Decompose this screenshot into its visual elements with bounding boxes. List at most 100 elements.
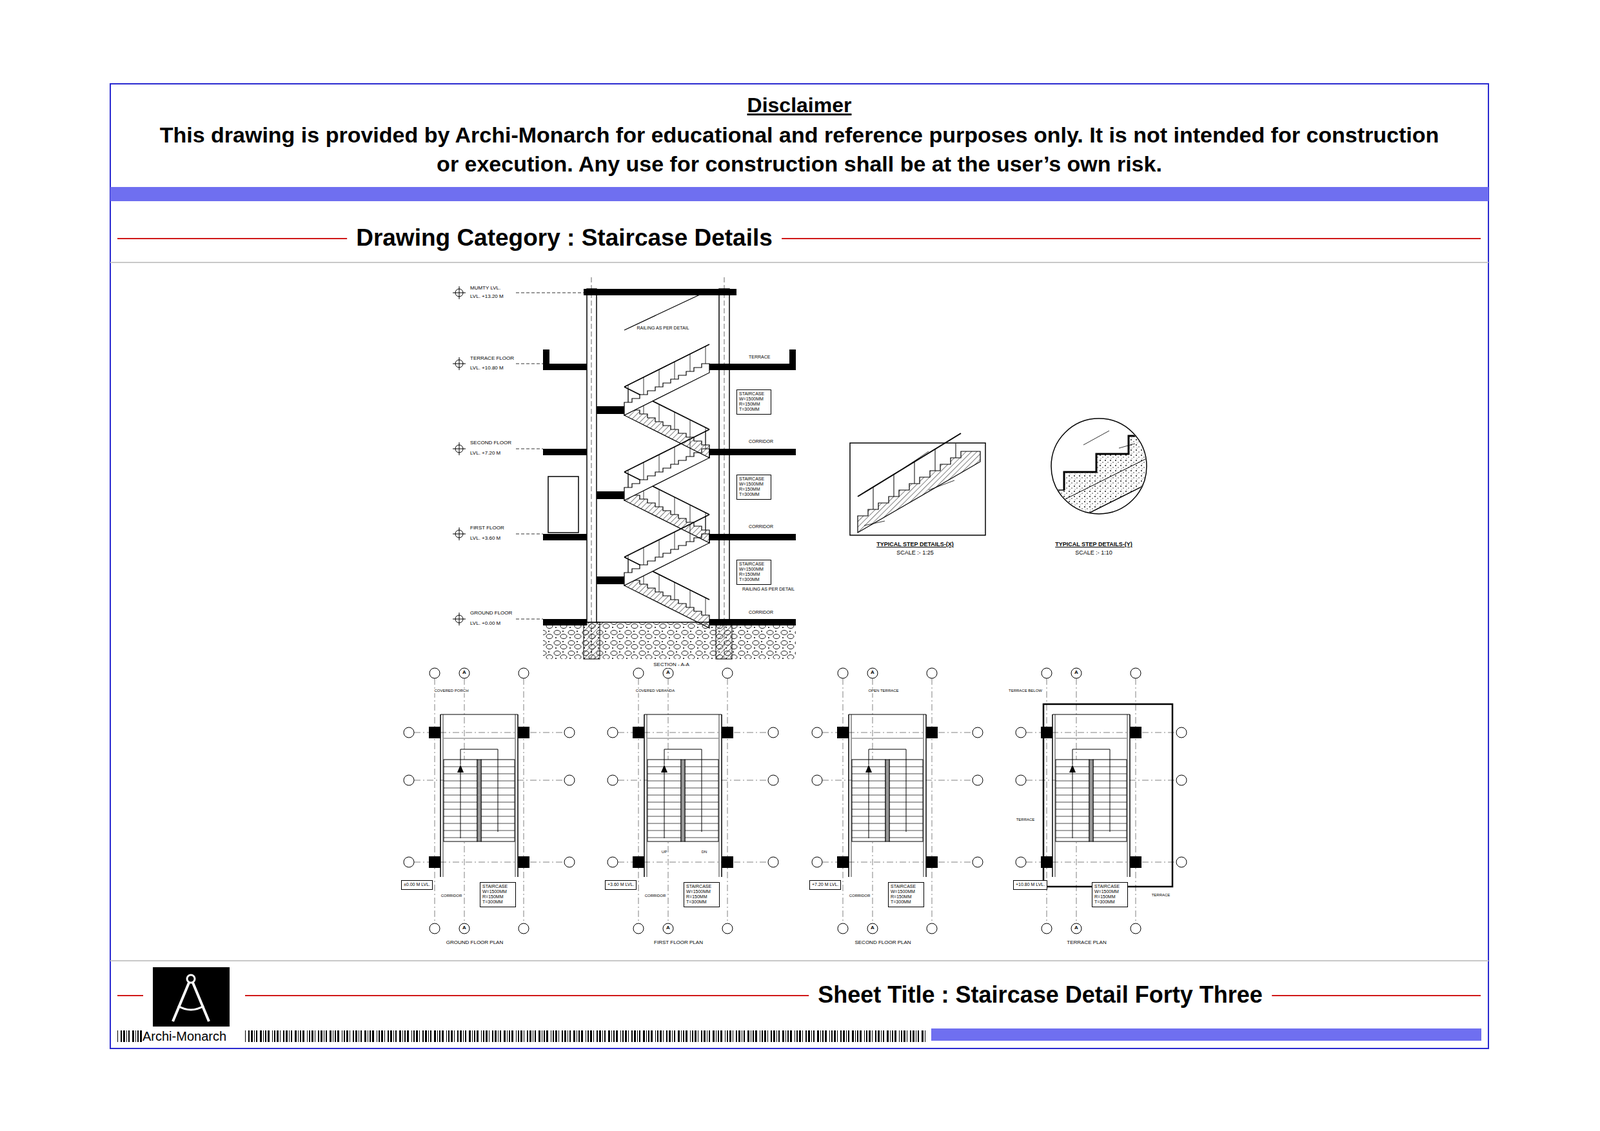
barcode-bar — [526, 1030, 529, 1043]
landing-slab — [596, 406, 625, 415]
barcode-bar — [829, 1030, 830, 1043]
baluster — [674, 361, 676, 380]
barcode-bar — [833, 1030, 836, 1043]
barcode-bar — [481, 1030, 482, 1043]
barcode-bar — [735, 1030, 738, 1043]
baluster — [628, 385, 629, 403]
barcode-bar — [567, 1030, 569, 1043]
barcode-bar — [422, 1030, 424, 1043]
barcode-bar — [741, 1030, 743, 1043]
floor-slab — [709, 619, 796, 626]
barcode-bar — [529, 1030, 532, 1043]
column — [721, 856, 734, 869]
parapet-wall — [1043, 704, 1173, 887]
logo-box: Archi-Monarch — [152, 967, 230, 1027]
grid-bubble — [837, 668, 849, 679]
barcode-bar — [492, 1030, 494, 1043]
floor-slab — [543, 619, 587, 626]
disclaimer-heading: Disclaimer — [747, 94, 852, 117]
grid-bubble — [564, 775, 575, 786]
barcode-bar — [325, 1030, 327, 1043]
barcode-bar — [399, 1030, 402, 1043]
grid-bubble — [403, 775, 415, 786]
barcode-bar — [541, 1030, 543, 1043]
level-line — [515, 292, 584, 294]
barcode-bar — [581, 1030, 583, 1043]
grid-bubble — [811, 775, 823, 786]
wall-line — [439, 714, 442, 878]
barcode-bar — [578, 1030, 580, 1043]
walk-line — [460, 749, 498, 751]
drawing-label: CORRIDOR — [644, 893, 667, 899]
barcode-bar — [820, 1030, 821, 1043]
drawing-label: CORRIDOR — [440, 893, 464, 899]
grid-letter: A — [462, 670, 467, 676]
grid-bubble — [811, 857, 823, 868]
barcode-bar — [604, 1030, 606, 1043]
wall-line — [1052, 713, 1130, 715]
grid-bubble — [518, 923, 529, 934]
column — [517, 726, 530, 739]
grid-bubble — [1015, 857, 1027, 868]
drawing-label: SECTION - A-A — [652, 662, 691, 669]
barcode-bar — [681, 1030, 682, 1043]
barcode-bar — [659, 1030, 662, 1043]
barcode-bar — [794, 1030, 796, 1043]
wall-line — [851, 714, 852, 878]
barcode-bar — [520, 1030, 523, 1043]
barcode-bar — [358, 1030, 360, 1043]
wall-line — [720, 714, 723, 878]
barcode-bar — [369, 1030, 371, 1043]
barcode-bar — [921, 1030, 924, 1043]
wall-line — [719, 714, 720, 878]
barcode-bar — [569, 1030, 571, 1043]
drawing-label: GROUND FLOOR — [469, 610, 513, 617]
barcode-bar — [837, 1030, 838, 1043]
wall-line — [646, 714, 648, 878]
grid-line — [931, 678, 933, 924]
barcode-bar — [650, 1030, 653, 1043]
barcode-bar — [875, 1030, 877, 1043]
barcode-bar — [372, 1030, 375, 1043]
barcode-bar — [715, 1030, 717, 1043]
grid-bubble — [926, 923, 938, 934]
barcode-bar — [778, 1030, 780, 1043]
barcode-bar — [703, 1030, 706, 1043]
barcode-bar — [761, 1030, 763, 1043]
walk-line — [868, 768, 870, 839]
barcode-bar — [393, 1030, 395, 1043]
grid-bubble — [1176, 857, 1187, 868]
grid-bubble — [867, 923, 878, 934]
barcode-bar — [402, 1030, 404, 1043]
barcode-bar — [332, 1030, 334, 1043]
barcode-bar — [615, 1030, 618, 1043]
barcode-bar — [666, 1030, 668, 1043]
grid-line — [434, 678, 436, 924]
drawing-label: SCALE :- 1:25 — [895, 550, 935, 557]
walk-line — [1072, 749, 1074, 765]
grid-line — [523, 678, 525, 924]
barcode-bar — [308, 1030, 311, 1043]
wall-line — [443, 714, 444, 878]
barcode-bar — [717, 1030, 720, 1043]
grid-bubble — [564, 857, 575, 868]
grid-bubble — [768, 857, 779, 868]
walk-line — [906, 749, 907, 832]
barcode-bar — [415, 1030, 418, 1043]
barcode-bar — [459, 1030, 462, 1043]
barcode-bar — [573, 1030, 576, 1043]
barcode-bar — [437, 1030, 438, 1043]
baluster — [674, 497, 676, 515]
barcode-bar — [376, 1030, 378, 1043]
drawing-label: CORRIDOR — [748, 439, 774, 445]
drawing-label: CORRIDOR — [748, 610, 774, 616]
barcode-bar — [517, 1030, 520, 1043]
barcode-bar — [511, 1030, 514, 1043]
wall-line — [517, 714, 519, 878]
barcode-bar — [546, 1030, 549, 1043]
floor-slab — [709, 448, 796, 456]
grid-bubble — [1041, 668, 1052, 679]
drawing-label: SECOND FLOOR PLAN — [853, 940, 912, 947]
barcode-bar — [857, 1030, 859, 1043]
grid-letter: A — [666, 925, 671, 932]
